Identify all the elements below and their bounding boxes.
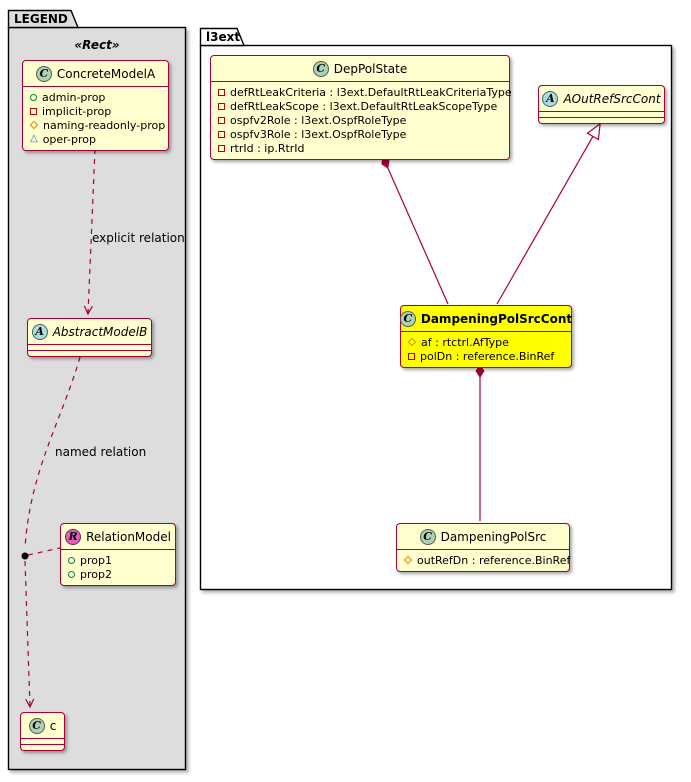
attribute-label: defRtLeakCriteria : l3ext.DefaultRtLeakC… [230,85,512,99]
attribute-label: prop1 [80,553,112,567]
class-header: C ConcreteModelA [23,61,168,86]
class-name: RelationModel [86,529,171,544]
class-spot-icon: R [65,528,82,545]
class-spot-icon: C [419,528,436,545]
class-name: AbstractModelB [52,324,148,339]
class-spot-icon: C [35,65,52,82]
attribute-row: defRtLeakScope : l3ext.DefaultRtLeakScop… [211,99,509,113]
attribute-row: naming-readonly-prop [23,118,168,132]
attribute-row: af : rtctrl.AfType [401,335,571,349]
class-spot-icon: C [399,310,416,327]
class-header: C DampeningPolSrc [397,524,569,549]
class-name: DampeningPolSrc [440,529,547,544]
attribute-row: prop1 [61,553,175,567]
edge-composition-deppolstate [381,156,449,305]
class-name: DampeningPolSrcCont [420,311,573,326]
class-attributes: defRtLeakCriteria : l3ext.DefaultRtLeakC… [211,81,512,159]
class-name: AOutRefSrcCont [563,91,661,106]
attribute-label: af : rtctrl.AfType [421,335,509,349]
circle-icon [68,556,75,564]
circle-icon [30,93,37,101]
attribute-row: rtrId : ip.RtrId [211,141,509,155]
attribute-label: ospfv2Role : l3ext.OspfRoleType [230,113,407,127]
attribute-label: defRtLeakScope : l3ext.DefaultRtLeakScop… [230,99,498,113]
attribute-label: rtrId : ip.RtrId [230,141,305,155]
edge-generalization-aoutrefsrccont [496,124,600,305]
triangle-icon [30,135,38,143]
edge-named-relation-upper [24,356,81,549]
attribute-label: outRefDn : reference.BinRef [417,553,571,567]
square-icon [218,116,225,124]
empty-attributes-compartment [21,738,64,744]
circle-icon [68,570,75,578]
class-name: c [49,718,57,733]
class-dampeningpolsrccont: C DampeningPolSrcCont af : rtctrl.AfType… [399,305,573,368]
class-attributes: outRefDn : reference.BinRef [397,549,571,571]
class-spot-icon: C [312,60,329,77]
edge-named-relation-lower [24,560,30,707]
class-header: A AbstractModelB [28,319,151,344]
attribute-row: polDn : reference.BinRef [401,349,571,363]
class-abstractmodelb: A AbstractModelB [27,318,152,357]
class-spot-icon: C [28,717,45,734]
attribute-label: implicit-prop [42,104,112,118]
class-c: C c [20,712,65,751]
class-attributes: af : rtctrl.AfType polDn : reference.Bin… [401,331,571,367]
diamond-icon [29,120,39,130]
class-aoutrefsrccont: A AOutRefSrcCont [538,85,665,124]
edge-explicit-relation [88,148,96,314]
empty-methods-compartment [28,350,151,356]
class-header: A AOutRefSrcCont [539,86,664,111]
class-spot-icon: A [542,90,559,107]
class-spot-icon: A [31,323,48,340]
named-relation-label: named relation [55,445,147,459]
attribute-row: defRtLeakCriteria : l3ext.DefaultRtLeakC… [211,85,512,99]
empty-attributes-compartment [28,344,151,350]
attribute-label: admin-prop [42,90,106,104]
empty-attributes-compartment [539,111,664,117]
attribute-label: naming-readonly-prop [43,118,166,132]
class-dampeningpolsrc: C DampeningPolSrc outRefDn : reference.B… [396,523,570,572]
legend-stereotype: «Rect» [74,38,120,52]
class-header: R RelationModel [61,524,175,549]
class-name: ConcreteModelA [56,66,156,81]
diamond-icon [403,555,413,565]
class-attributes: admin-prop implicit-prop naming-readonly… [23,86,168,150]
attribute-row: implicit-prop [23,104,168,118]
square-icon [408,352,415,360]
attribute-row: admin-prop [23,90,168,104]
square-icon [218,102,225,110]
class-name: DepPolState [333,61,408,76]
attribute-label: prop2 [80,567,112,581]
attribute-label: ospfv3Role : l3ext.OspfRoleType [230,127,407,141]
legend-package-frame [7,9,187,771]
class-concretemodela: C ConcreteModelA admin-prop implicit-pro… [22,60,169,151]
l3ext-package-title: l3ext [206,30,241,44]
attribute-row: outRefDn : reference.BinRef [397,553,571,567]
class-deppolstate: C DepPolState defRtLeakCriteria : l3ext.… [210,55,512,160]
relation-dot [21,552,29,560]
class-header: C c [21,713,64,738]
attribute-row: ospfv3Role : l3ext.OspfRoleType [211,127,509,141]
attribute-row: prop2 [61,567,175,581]
class-header: C DampeningPolSrcCont [399,306,573,331]
class-relationmodel: R RelationModel prop1 prop2 [60,523,176,586]
square-icon [218,88,225,96]
empty-methods-compartment [21,744,64,750]
square-icon [30,107,37,115]
explicit-relation-label: explicit relation [92,231,185,245]
attribute-label: oper-prop [42,132,96,146]
class-header: C DepPolState [211,56,509,81]
square-icon [218,130,225,138]
empty-methods-compartment [539,117,664,123]
class-attributes: prop1 prop2 [61,549,175,585]
legend-package-title: LEGEND [14,12,68,26]
attribute-row: ospfv2Role : l3ext.OspfRoleType [211,113,509,127]
square-icon [218,144,225,152]
attribute-label: polDn : reference.BinRef [420,349,555,363]
attribute-row: oper-prop [23,132,168,146]
diamond-icon [407,337,417,347]
